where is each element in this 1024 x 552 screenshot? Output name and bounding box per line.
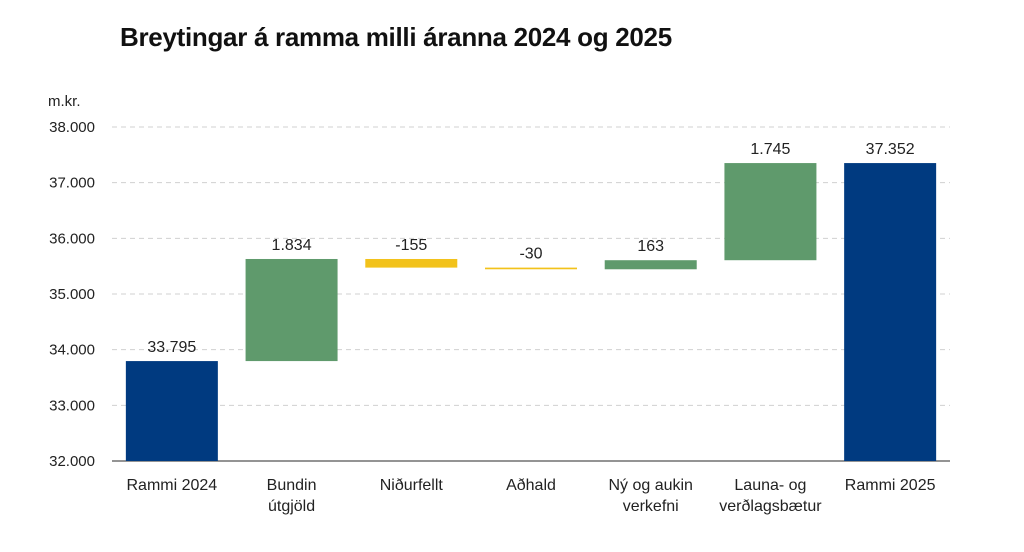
category-label: Niðurfellt	[380, 477, 444, 494]
category-label: Rammi 2025	[845, 477, 936, 494]
y-tick-label: 32.000	[49, 453, 95, 470]
y-tick-label: 37.000	[49, 175, 95, 192]
y-tick-label: 36.000	[49, 230, 95, 247]
category-label: Aðhald	[506, 477, 556, 494]
y-tick-label: 33.000	[49, 397, 95, 414]
data-label: -30	[519, 246, 542, 263]
bar-total	[125, 361, 218, 461]
bar-decrease	[485, 267, 577, 270]
y-tick-label: 35.000	[49, 286, 95, 303]
bar-increase	[604, 260, 697, 270]
y-tick-label: 34.000	[49, 342, 95, 359]
y-tick-label: 38.000	[49, 119, 95, 136]
category-label: Ný og aukin	[608, 477, 693, 494]
data-label: -155	[395, 237, 427, 254]
category-label: verkefni	[623, 498, 679, 515]
data-label: 163	[637, 238, 664, 255]
y-axis-ticks: 32.000 33.000 34.000 35.000 36.000 37.000 38.0…	[49, 119, 95, 470]
category-label: Launa- og	[734, 477, 806, 494]
category-label: Rammi 2024	[127, 477, 218, 494]
data-label: 33.795	[147, 339, 196, 356]
bar-increase	[245, 258, 338, 362]
data-label: 37.352	[866, 141, 915, 158]
data-label: 1.834	[272, 237, 312, 254]
category-label: verðlagsbætur	[719, 498, 822, 515]
bar-increase	[724, 163, 817, 261]
gridlines	[112, 126, 950, 462]
category-label: Bundin	[267, 477, 317, 494]
y-axis-unit-label: m.kr.	[48, 93, 81, 110]
data-label: 1.745	[750, 141, 790, 158]
bar-total	[844, 163, 937, 461]
chart-title: Breytingar á ramma milli áranna 2024 og …	[120, 22, 672, 52]
category-label: útgjöld	[268, 498, 315, 515]
bar-decrease	[365, 258, 458, 268]
data-labels: 33.795 1.834 -155 -30 163 1.745 37.352	[147, 141, 914, 356]
bars	[125, 163, 937, 461]
x-axis-categories: Rammi 2024 Bundin útgjöld Niðurfellt Aðhald N…	[127, 477, 936, 515]
